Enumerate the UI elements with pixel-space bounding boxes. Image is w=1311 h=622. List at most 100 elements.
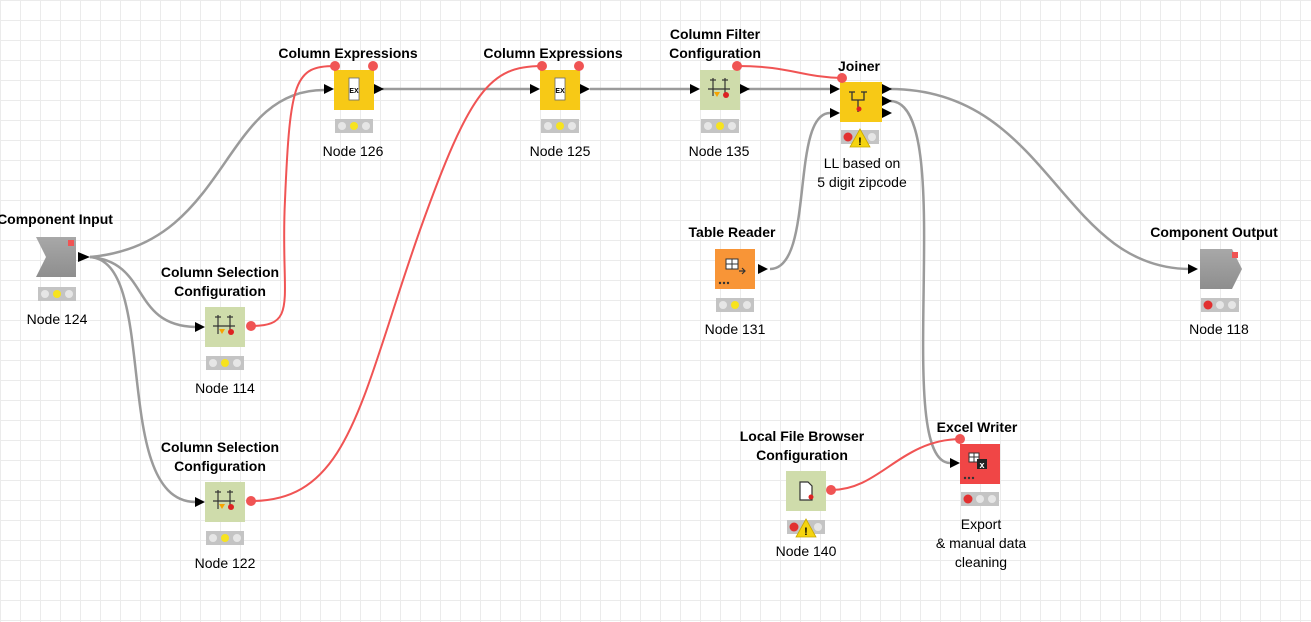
node-label: Node 124 [27, 311, 88, 327]
column-selection-icon [205, 482, 245, 522]
flowvar-port-in[interactable] [330, 61, 340, 71]
output-port[interactable] [758, 264, 768, 274]
node-135-column-filter-configuration[interactable]: Column Filter Configuration Node 135 [669, 26, 761, 159]
input-port-right[interactable] [830, 108, 840, 118]
input-port[interactable] [1188, 264, 1198, 274]
node-annotation-line1: LL based on [824, 155, 901, 171]
node-114-column-selection-configuration[interactable]: Column Selection Configuration Node 114 [161, 264, 279, 396]
flowvar-122-to-125[interactable] [250, 65, 543, 502]
node-excel-writer[interactable]: Excel Writer x Export & manual data clea… [936, 419, 1026, 570]
node-label: Node 135 [689, 143, 750, 159]
output-port[interactable] [580, 84, 590, 94]
node-124-component-input[interactable]: Component Input Node 124 [0, 211, 113, 327]
component-output-icon [1200, 249, 1242, 289]
node-label: Node 140 [776, 543, 837, 559]
node-joiner[interactable]: Joiner ! LL based on 5 digit zipcode [817, 58, 907, 190]
node-title: Column Expressions [278, 45, 417, 61]
node-title: Excel Writer [937, 419, 1018, 435]
connection-124-to-114[interactable] [89, 255, 196, 329]
warning-icon: ! [795, 518, 817, 538]
node-label: Node 126 [323, 143, 384, 159]
status-traffic-light [335, 119, 373, 133]
icon-text: EX [349, 88, 359, 95]
flowvar-140-to-excel[interactable] [830, 438, 961, 491]
status-traffic-light [206, 531, 244, 545]
output-port[interactable] [740, 84, 750, 94]
node-title: Column Expressions [483, 45, 622, 61]
svg-text:!: ! [804, 526, 808, 538]
node-label: Node 118 [1189, 321, 1249, 337]
column-filter-icon [700, 70, 740, 110]
node-title: Joiner [838, 58, 881, 74]
input-port[interactable] [950, 458, 960, 468]
connection-124-to-126[interactable] [89, 88, 325, 259]
node-140-local-file-browser-configuration[interactable]: Local File Browser Configuration ! Node … [740, 428, 865, 559]
svg-text:!: ! [858, 136, 862, 148]
node-title: Table Reader [689, 224, 776, 240]
output-port-2[interactable] [882, 96, 892, 106]
node-label: Node 125 [530, 143, 591, 159]
node-title-line2: Configuration [756, 447, 848, 463]
node-annotation-line3: cleaning [955, 554, 1007, 570]
status-traffic-light [716, 298, 754, 312]
flowvar-port-out[interactable] [246, 496, 256, 506]
node-122-column-selection-configuration[interactable]: Column Selection Configuration Node 122 [161, 439, 279, 571]
input-port[interactable] [324, 84, 334, 94]
node-125-column-expressions[interactable]: Column Expressions EX Node 125 [483, 45, 622, 159]
input-port-left[interactable] [830, 84, 840, 94]
flowvar-port-out[interactable] [246, 321, 256, 331]
node-annotation-line2: 5 digit zipcode [817, 174, 907, 190]
flowvar-port-out[interactable] [574, 61, 584, 71]
status-traffic-light [701, 119, 739, 133]
node-title-line1: Column Selection [161, 264, 279, 280]
input-port[interactable] [195, 322, 205, 332]
flowvar-port-out[interactable] [732, 61, 742, 71]
node-title-line1: Column Selection [161, 439, 279, 455]
node-title: Component Output [1150, 224, 1278, 240]
node-title: Component Input [0, 211, 113, 227]
input-port[interactable] [195, 497, 205, 507]
flow-variable-connections [250, 65, 961, 502]
node-title-line2: Configuration [174, 458, 266, 474]
flowvar-port-in[interactable] [955, 434, 965, 444]
flowvar-port-in[interactable] [537, 61, 547, 71]
column-selection-icon [205, 307, 245, 347]
status-traffic-light [38, 287, 76, 301]
connection-131-to-joiner[interactable] [769, 111, 831, 271]
flowvar-port-out[interactable] [368, 61, 378, 71]
status-traffic-light [961, 492, 999, 506]
node-label: Node 122 [195, 555, 256, 571]
input-port[interactable] [690, 84, 700, 94]
node-title-line2: Configuration [174, 283, 266, 299]
node-title-line1: Local File Browser [740, 428, 865, 444]
node-label: Node 131 [705, 321, 766, 337]
status-traffic-light [541, 119, 579, 133]
node-title-line2: Configuration [669, 45, 761, 61]
warning-icon: ! [849, 128, 871, 148]
flowvar-114-to-126[interactable] [250, 65, 336, 327]
connection-joiner-to-118[interactable] [889, 87, 1191, 271]
output-port[interactable] [374, 84, 384, 94]
output-port-1[interactable] [882, 84, 892, 94]
node-annotation-line2: & manual data [936, 535, 1026, 551]
status-traffic-light [1201, 298, 1239, 312]
flowvar-port-out[interactable] [826, 485, 836, 495]
joiner-icon [840, 82, 882, 122]
output-port[interactable] [78, 252, 90, 262]
node-title-line1: Column Filter [670, 26, 761, 42]
flowvar-135-to-joiner[interactable] [736, 65, 843, 79]
node-118-component-output[interactable]: Component Output Node 118 [1150, 224, 1278, 337]
connection-124-to-122[interactable] [89, 255, 196, 504]
output-port-3[interactable] [882, 108, 892, 118]
flowvar-port-in[interactable] [837, 73, 847, 83]
node-annotation-line1: Export [961, 516, 1002, 532]
input-port[interactable] [530, 84, 540, 94]
component-input-icon [36, 237, 76, 277]
node-126-column-expressions[interactable]: Column Expressions EX Node 126 [278, 45, 417, 159]
icon-text: EX [555, 88, 565, 95]
node-label: Node 114 [195, 380, 255, 396]
status-traffic-light [206, 356, 244, 370]
node-131-table-reader[interactable]: Table Reader Node 131 [689, 224, 776, 337]
svg-text:x: x [979, 460, 984, 470]
